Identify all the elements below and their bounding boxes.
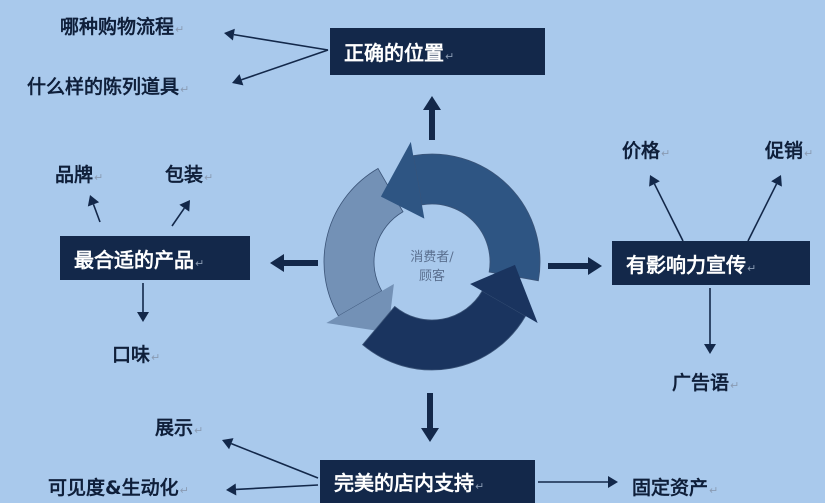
arrow-brand-shaft bbox=[92, 204, 101, 223]
arrow-shopping-process-head bbox=[224, 28, 235, 41]
arrow-visibility-shaft bbox=[235, 484, 319, 491]
arrow-display-shaft bbox=[231, 442, 319, 479]
consumer-cycle-ring bbox=[323, 141, 541, 371]
box-right-product-text: 最合适的产品 bbox=[74, 244, 204, 273]
arrow-display-props-shaft bbox=[241, 49, 329, 81]
center-label: 消费者/ 顾客 bbox=[392, 248, 472, 286]
arrow-fixed-assets-head bbox=[608, 476, 618, 488]
box-store-support-text: 完美的店内支持 bbox=[334, 467, 484, 496]
center-label-line2: 顾客 bbox=[418, 269, 445, 284]
center-label-line1: 消费者/ bbox=[410, 250, 454, 265]
box-store-support: 完美的店内支持 bbox=[320, 460, 535, 503]
arrow-right-head bbox=[588, 257, 602, 275]
label-display-props: 什么样的陈列道具 bbox=[27, 72, 189, 99]
arrow-packaging-head bbox=[179, 200, 190, 212]
arrow-slogan-head bbox=[704, 344, 716, 354]
box-right-place-text: 正确的位置 bbox=[344, 37, 454, 66]
arrow-sales-promo-shaft bbox=[747, 183, 778, 242]
arrow-packaging-shaft bbox=[171, 207, 185, 227]
label-sales-promo: 促销 bbox=[765, 136, 813, 163]
arrow-brand-head bbox=[87, 195, 100, 207]
box-promotion-text: 有影响力宣传 bbox=[626, 249, 756, 278]
ring-segment-dark-body bbox=[362, 290, 527, 371]
box-promotion: 有影响力宣传 bbox=[612, 241, 810, 285]
label-shopping-process: 哪种购物流程 bbox=[60, 12, 184, 39]
ring-segment-light-body bbox=[323, 167, 404, 317]
label-packaging: 包装 bbox=[165, 160, 213, 187]
arrow-up-head bbox=[423, 96, 441, 110]
label-price: 价格 bbox=[622, 136, 670, 163]
arrow-price-shaft bbox=[653, 183, 684, 242]
arrow-shopping-process-shaft bbox=[233, 33, 329, 51]
label-fixed-assets: 固定资产 bbox=[632, 473, 718, 500]
label-visibility: 可见度&生动化 bbox=[48, 473, 189, 500]
ring-segment-light-arrowhead bbox=[326, 284, 394, 333]
arrow-left-head bbox=[270, 254, 284, 272]
arrow-sales-promo-head bbox=[771, 175, 782, 187]
arrow-visibility-head bbox=[226, 483, 237, 496]
label-taste: 口味 bbox=[112, 340, 160, 367]
label-slogan: 广告语 bbox=[672, 368, 739, 395]
label-brand: 品牌 bbox=[55, 160, 103, 187]
box-right-product: 最合适的产品 bbox=[60, 236, 250, 280]
label-display: 展示 bbox=[155, 413, 203, 440]
arrow-down-head bbox=[421, 428, 439, 442]
arrow-display-props-head bbox=[232, 74, 244, 86]
arrow-display-head bbox=[222, 438, 234, 450]
arrow-taste-head bbox=[137, 312, 149, 322]
arrow-price-head bbox=[649, 175, 660, 187]
ring-segment-mid-arrowhead bbox=[380, 141, 425, 219]
ring-segment-mid-body bbox=[412, 153, 541, 282]
ring-segment-dark-arrowhead bbox=[470, 264, 538, 323]
box-right-place: 正确的位置 bbox=[330, 28, 545, 75]
